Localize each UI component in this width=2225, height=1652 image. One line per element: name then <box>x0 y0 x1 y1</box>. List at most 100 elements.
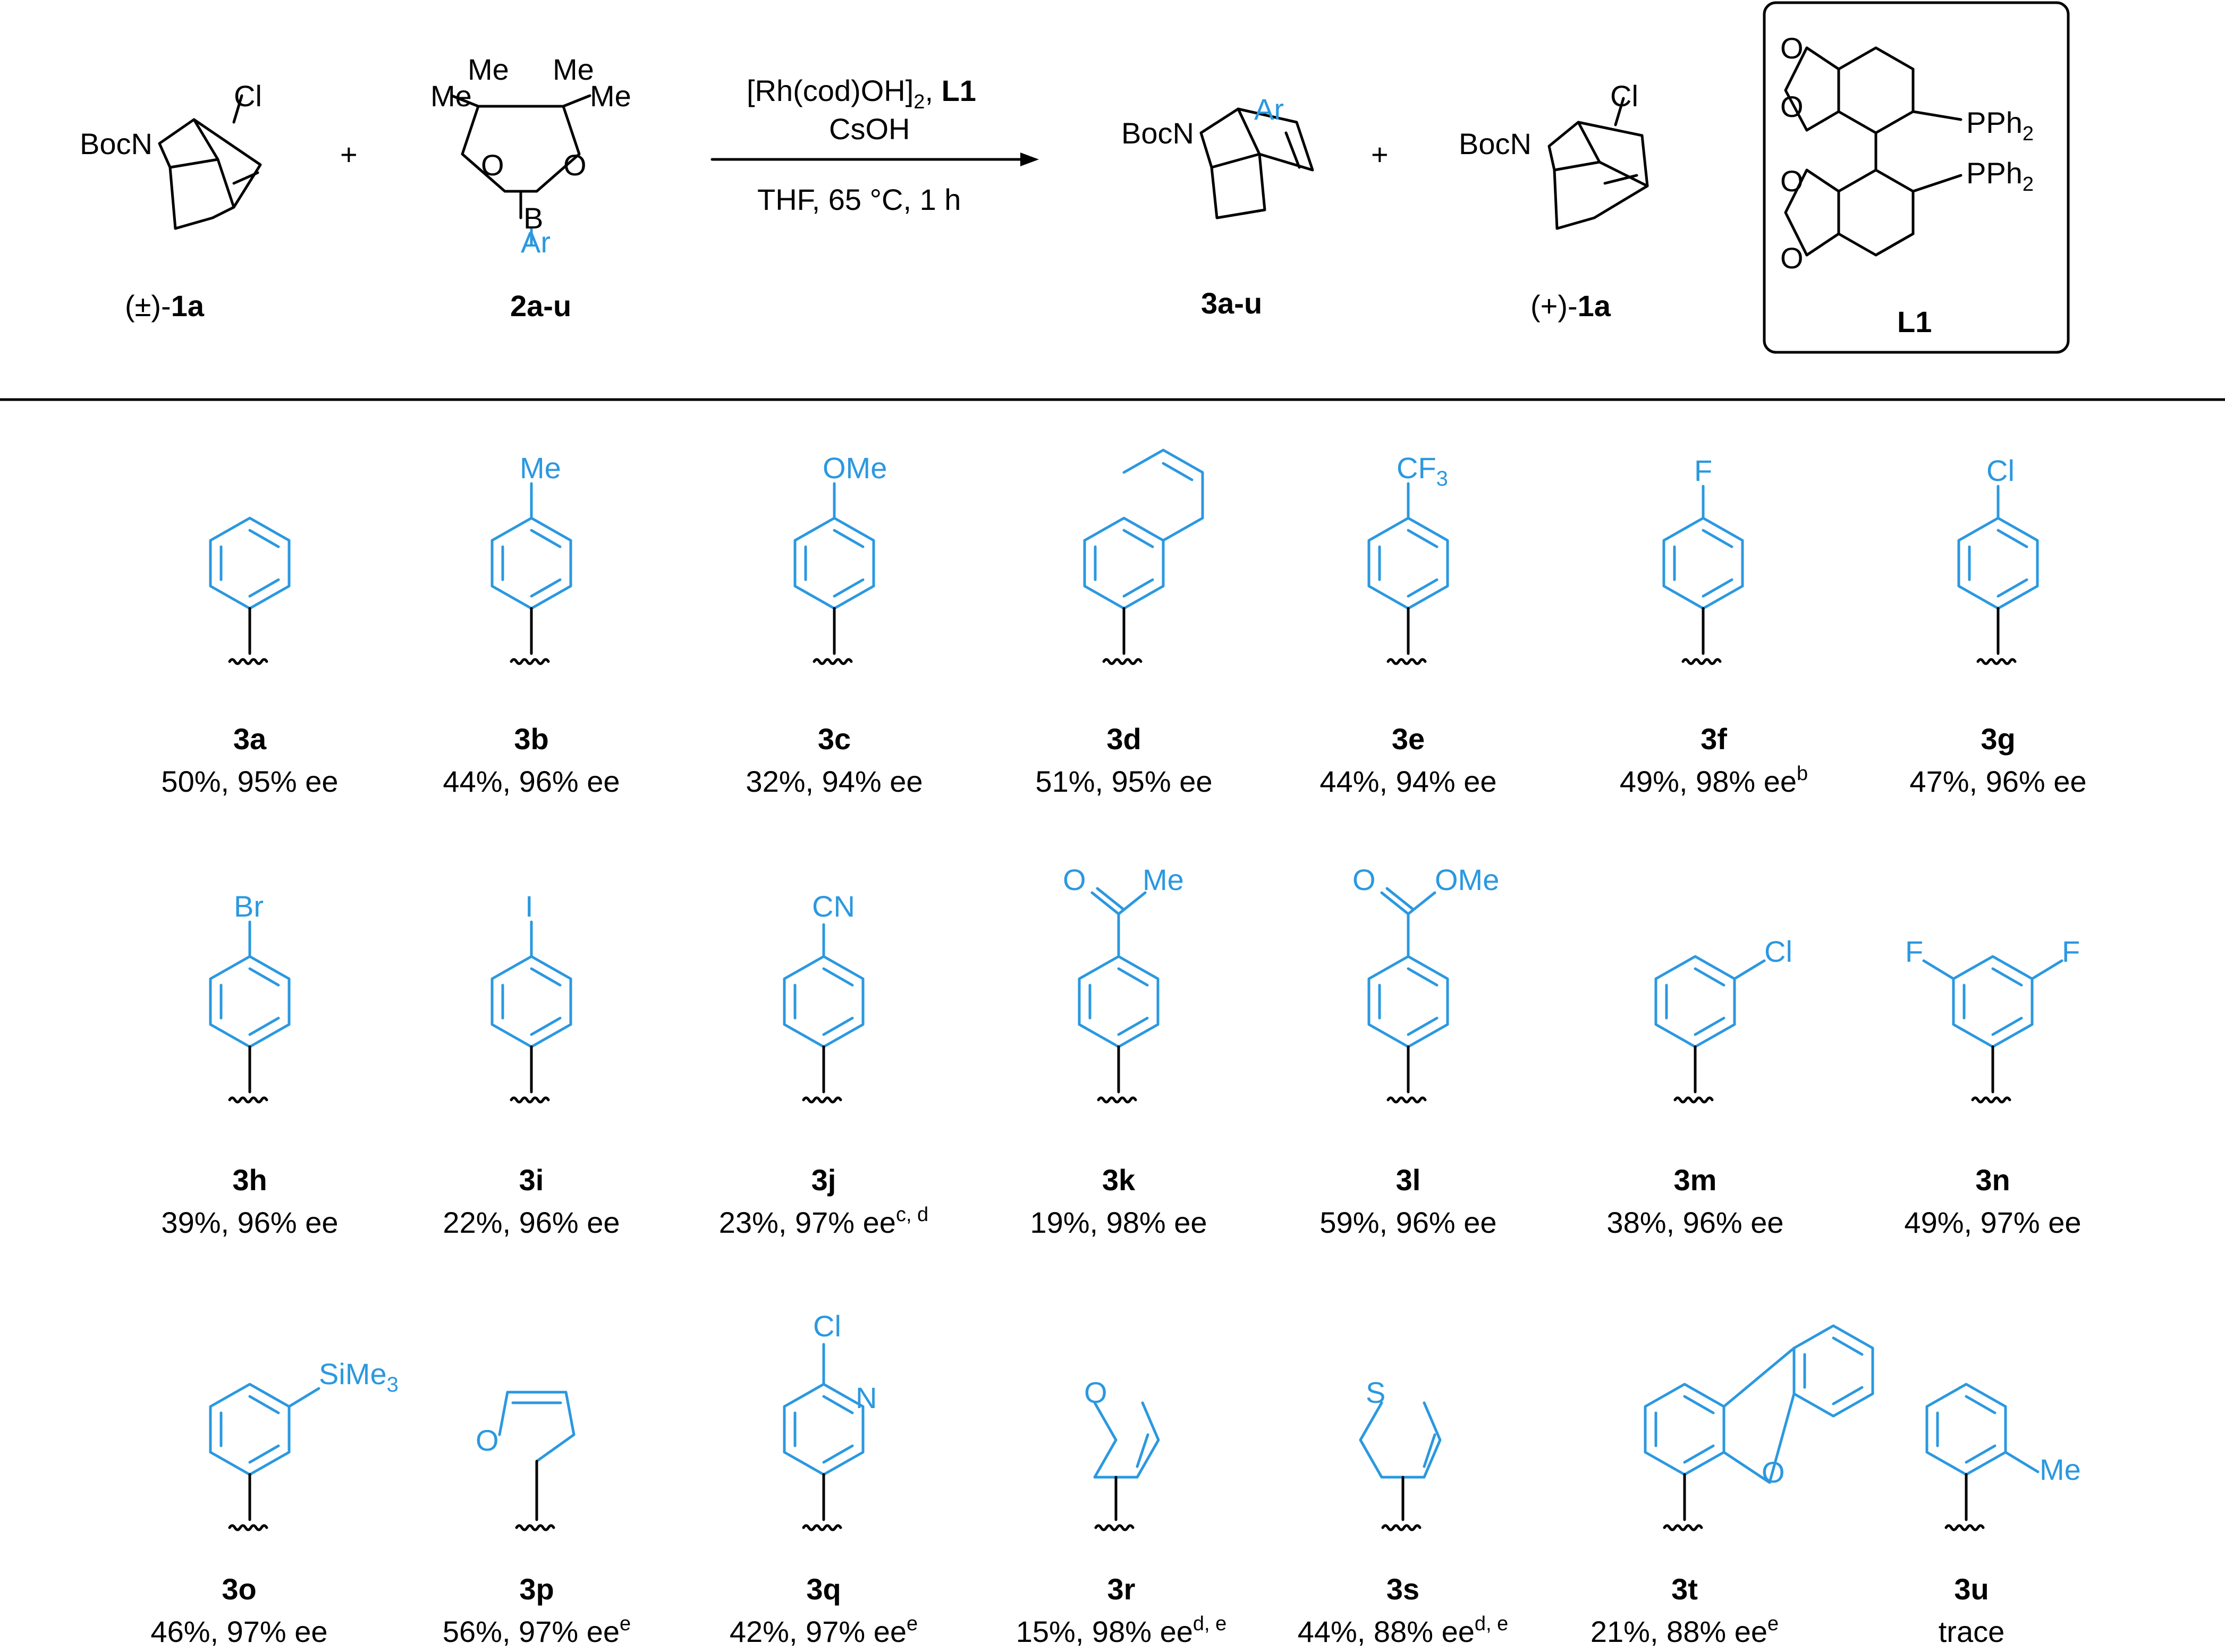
product-id-3q: 3q <box>806 1572 841 1606</box>
aryl-3r: O <box>1084 1376 1160 1530</box>
sub-3j: CN <box>812 889 855 923</box>
boronate-me-1: Me <box>468 53 509 86</box>
product-result-3j: 23%, 97% eec, d <box>719 1204 928 1239</box>
product-id-3h: 3h <box>232 1163 267 1197</box>
substrate-label: (±)-1a <box>125 289 205 323</box>
aryl-3a <box>210 518 289 664</box>
boronate-2-structure: Me Me Me Me O O B Ar <box>430 53 631 259</box>
ligand-label: L1 <box>1897 305 1932 338</box>
product-id-3a: 3a <box>233 722 267 756</box>
product-id-3e: 3e <box>1392 722 1425 756</box>
product-id-3s: 3s <box>1386 1572 1419 1606</box>
substrate-bocn-atom: BocN <box>80 127 153 160</box>
aryl-3h: Br <box>210 889 289 1102</box>
product-result-3u: trace <box>1939 1615 2005 1648</box>
aryl-3p: O <box>476 1391 576 1530</box>
product-label: 3a-u <box>1201 286 1262 320</box>
product-bocn-atom: BocN <box>1121 116 1194 150</box>
product-id-3k: 3k <box>1102 1163 1136 1197</box>
product-result-3a: 50%, 95% ee <box>161 765 338 798</box>
aryl-3b: Me <box>492 451 571 664</box>
product-result-3e: 44%, 94% ee <box>1319 765 1496 798</box>
sub-3l-o: O <box>1352 863 1376 896</box>
product-result-3k: 19%, 98% ee <box>1030 1206 1207 1239</box>
product-id-3p: 3p <box>519 1572 554 1606</box>
product-result-3r: 15%, 98% eed, e <box>1016 1613 1227 1648</box>
ligand-pph2-2: PPh2 <box>1966 156 2034 196</box>
sub-3k-o: O <box>1063 863 1086 896</box>
product-id-3f: 3f <box>1701 722 1727 756</box>
sub-3h: Br <box>234 889 264 923</box>
product-id-3j: 3j <box>811 1163 836 1197</box>
aryl-3k: O Me <box>1063 863 1184 1102</box>
product-result-3f: 49%, 98% eeb <box>1620 763 1808 798</box>
product-result-3d: 51%, 95% ee <box>1035 765 1212 798</box>
sub-3t: O <box>1762 1455 1785 1489</box>
product-result-3b: 44%, 96% ee <box>443 765 620 798</box>
aryl-3c: OMe <box>795 451 887 664</box>
product-id-3g: 3g <box>1981 722 2015 756</box>
sub-3s: S <box>1366 1376 1385 1409</box>
sub-3l-ome: OMe <box>1435 863 1499 896</box>
product-id-3d: 3d <box>1106 722 1141 756</box>
substrate-cl-atom: Cl <box>234 79 262 113</box>
sub-3i: I <box>525 889 534 923</box>
sub-3n-2: F <box>1905 935 1923 968</box>
ligand-o-2: O <box>1780 90 1804 123</box>
boronate-b-atom: B <box>523 201 543 235</box>
product-result-3m: 38%, 96% ee <box>1606 1206 1783 1239</box>
sub-3r: O <box>1084 1376 1107 1409</box>
aryl-3e: CF3 <box>1369 451 1448 664</box>
aryl-3i: I <box>492 889 571 1102</box>
boronate-me-4: Me <box>590 79 631 113</box>
substrate-1a-structure: Cl BocN <box>80 79 262 230</box>
sub-3n-1: F <box>2062 935 2080 968</box>
aryl-3l: O OMe <box>1352 863 1499 1102</box>
sub-3b: Me <box>520 451 561 485</box>
boronate-me-2: Me <box>430 79 472 113</box>
product-id-3l: 3l <box>1396 1163 1421 1197</box>
aryl-3q: Cl N <box>784 1309 877 1530</box>
product-id-3m: 3m <box>1674 1163 1717 1197</box>
reagent-line-1: [Rh(cod)OH]2, L1 <box>747 74 976 113</box>
sub-3g: Cl <box>1986 454 2015 487</box>
boronate-o-2: O <box>563 148 587 182</box>
product-id-3o: 3o <box>222 1572 256 1606</box>
aryl-3j: CN <box>784 889 863 1102</box>
aryl-3m: Cl <box>1656 935 1792 1102</box>
aryl-3g: Cl <box>1959 454 2037 664</box>
product-id-3c: 3c <box>818 722 851 756</box>
sub-3u: Me <box>2040 1453 2081 1486</box>
sub-3c: OMe <box>823 451 887 485</box>
boronate-label: 2a-u <box>510 289 571 323</box>
ligand-pph2-1: PPh2 <box>1966 106 2034 145</box>
product-result-3g: 47%, 96% ee <box>1909 765 2086 798</box>
product-id-3r: 3r <box>1107 1572 1136 1606</box>
recovered-bocn-atom: BocN <box>1459 127 1532 160</box>
product-result-3s: 44%, 88% eed, e <box>1298 1613 1509 1648</box>
aryl-3t: O <box>1645 1326 1873 1530</box>
sub-3e: CF3 <box>1397 451 1448 490</box>
conditions-line: THF, 65 °C, 1 h <box>757 183 961 216</box>
aryl-3u: Me <box>1927 1384 2081 1530</box>
recovered-cl-atom: Cl <box>1610 79 1638 113</box>
product-result-3t: 21%, 88% eee <box>1591 1613 1779 1648</box>
product-id-3n: 3n <box>1975 1163 2010 1197</box>
product-ar-group: Ar <box>1254 92 1284 126</box>
product-result-3i: 22%, 96% ee <box>443 1206 620 1239</box>
plus-sign-1: + <box>340 138 358 171</box>
aryl-3n: F F <box>1905 935 2080 1102</box>
ligand-l1-box: O O O O PPh2 PPh2 L1 <box>1763 1 2070 354</box>
product-result-3l: 59%, 96% ee <box>1319 1206 1496 1239</box>
product-result-3h: 39%, 96% ee <box>161 1206 338 1239</box>
product-result-3p: 56%, 97% eee <box>443 1613 631 1648</box>
sub-3o: SiMe3 <box>319 1357 399 1396</box>
product-id-3u: 3u <box>1954 1572 1989 1606</box>
product-result-3c: 32%, 94% ee <box>746 765 923 798</box>
recovered-1a-structure: Cl BocN <box>1459 79 1649 230</box>
sub-3p: O <box>476 1424 499 1457</box>
product-id-3t: 3t <box>1671 1572 1698 1606</box>
boronate-o-1: O <box>481 148 504 182</box>
